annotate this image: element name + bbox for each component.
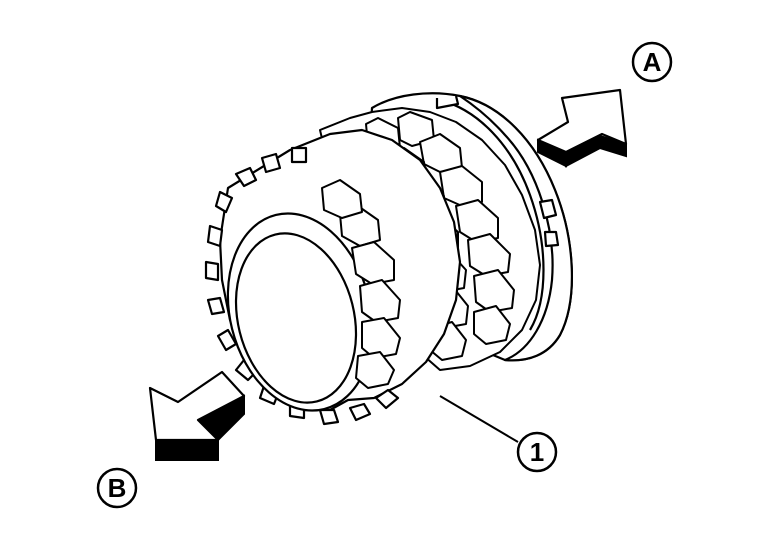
callout-part-1: 1 [516, 431, 558, 473]
arrow-a-icon [536, 88, 628, 168]
callout-b: B [96, 467, 138, 509]
callout-b-label: B [108, 473, 127, 503]
arrow-b-icon [148, 370, 246, 461]
gear-front-face [226, 212, 374, 412]
gear-face-teeth [321, 179, 401, 389]
leader-line [439, 395, 519, 443]
callout-a: A [631, 41, 673, 83]
callout-part-1-label: 1 [530, 437, 544, 467]
callout-a-label: A [643, 47, 662, 77]
